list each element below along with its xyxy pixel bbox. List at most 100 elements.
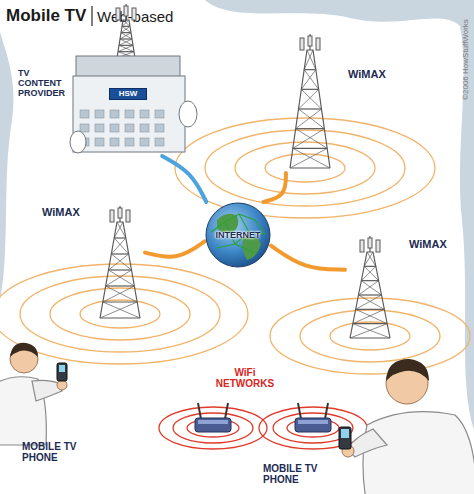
node-art	[40, 200, 145, 325]
antenna-panel	[132, 8, 136, 20]
cable-link	[162, 156, 206, 202]
building-window	[110, 110, 119, 118]
building-window	[80, 124, 89, 132]
tower-brace	[304, 70, 319, 90]
node-label: TV CONTENT PROVIDER	[18, 68, 68, 98]
copyright-note: ©2006 HowStuffWorks	[461, 5, 470, 115]
tower-label: WiMAX	[348, 68, 402, 80]
roof-antenna	[116, 4, 136, 58]
wifi-network: WiFi NETWORKS	[175, 365, 315, 440]
tower-brace	[301, 70, 316, 90]
tower-label: WiMAX	[409, 238, 455, 250]
tower-brace	[100, 317, 140, 318]
tower-art	[290, 34, 330, 168]
signal-ring	[300, 310, 440, 362]
antenna-panel	[368, 238, 372, 248]
mobile-tv-user: MOBILE TV PHONE	[255, 345, 474, 494]
tower-brace	[353, 323, 387, 324]
tower-legs	[100, 222, 140, 318]
antenna-panel	[308, 36, 312, 46]
tower-label: WiMAX	[42, 206, 92, 218]
building-window	[125, 124, 134, 132]
person-body	[363, 412, 474, 494]
wifi-router	[195, 418, 231, 432]
wifi-ring	[187, 419, 239, 437]
tower-legs	[350, 252, 390, 338]
building-window	[155, 124, 164, 132]
content-provider-building: TV CONTENT PROVIDERHSW	[18, 38, 193, 156]
tower-brace	[121, 32, 131, 33]
tower-brace	[299, 109, 325, 129]
tower-brace	[361, 280, 378, 281]
signal-ring	[20, 276, 220, 352]
tower-brace	[364, 266, 379, 280]
tower-brace	[296, 109, 322, 129]
building-window	[125, 138, 134, 146]
wifi-label: WiFi NETWORKS	[210, 367, 280, 389]
signal-ring	[235, 142, 375, 194]
building-window	[140, 110, 149, 118]
building-window	[155, 138, 164, 146]
signal-ring	[205, 130, 405, 206]
wimax-tower: WiMAX	[40, 200, 145, 325]
tower-brace	[304, 50, 313, 70]
person-hair	[10, 343, 38, 357]
antenna-panel	[360, 240, 364, 252]
tower-brace	[111, 254, 131, 270]
satellite-dish	[179, 101, 197, 127]
tower-brace	[109, 269, 132, 270]
tower-art	[100, 206, 140, 318]
diagram-title: Mobile TV	[6, 6, 86, 26]
user-label: MOBILE TV PHONE	[22, 441, 84, 463]
signal-ring	[0, 264, 248, 364]
antenna-panel	[118, 208, 122, 218]
tower-brace	[293, 148, 330, 168]
tower-lattice	[117, 4, 135, 58]
tower-brace	[109, 270, 135, 286]
signal-ring	[265, 154, 345, 182]
tower-brace	[103, 302, 140, 318]
tower-brace	[350, 324, 387, 338]
tower-legs	[290, 50, 330, 168]
tower-brace	[114, 222, 123, 238]
cable-link	[264, 173, 286, 202]
tower-brace	[299, 89, 319, 109]
phone	[57, 363, 67, 381]
tower-brace	[119, 45, 134, 51]
tower-brace	[353, 309, 385, 323]
signal-ring	[175, 118, 435, 218]
building-window	[140, 138, 149, 146]
mobile-tv-user: MOBILE TV PHONE	[0, 335, 95, 475]
tower-brace	[119, 39, 132, 45]
tower-brace	[364, 252, 373, 266]
router-antenna	[225, 403, 228, 419]
person-hair	[386, 359, 429, 381]
antenna-panel	[376, 240, 380, 252]
antenna-panel	[124, 6, 128, 16]
signal-ring	[80, 300, 160, 328]
antenna-panel	[316, 38, 320, 50]
tower-brace	[290, 148, 327, 168]
router-antenna	[198, 403, 201, 419]
tower-brace	[296, 129, 328, 149]
wimax-tower: WiMAX	[345, 230, 455, 345]
wifi-ring	[287, 419, 339, 437]
building-window	[155, 110, 164, 118]
signal-ring	[330, 322, 410, 350]
satellite-dish	[70, 131, 86, 153]
tower-brace	[359, 281, 379, 295]
building-window	[95, 138, 104, 146]
router-top	[198, 420, 228, 424]
tower-brace	[353, 324, 390, 338]
tower-brace	[103, 286, 135, 302]
antenna-panel	[300, 38, 304, 50]
tower-lattice	[100, 206, 140, 318]
tower-brace	[122, 26, 131, 32]
wifi-ring	[173, 413, 253, 443]
tower-brace	[296, 128, 325, 129]
router-top	[298, 420, 328, 424]
building-window	[140, 124, 149, 132]
tower-brace	[121, 33, 132, 39]
signal-ring	[270, 298, 470, 374]
